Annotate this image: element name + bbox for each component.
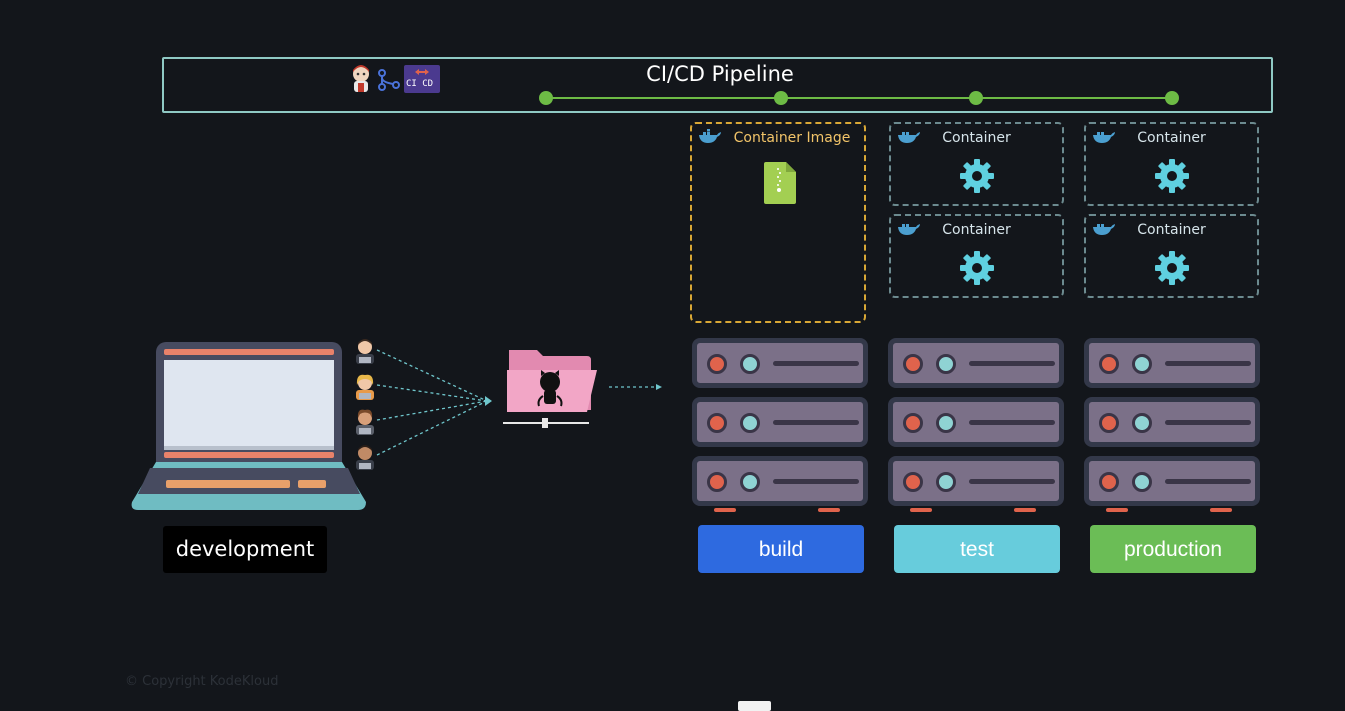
developer-avatar-icon [353, 337, 377, 369]
server-slot [969, 420, 1055, 425]
server-unit [888, 456, 1064, 506]
pipeline-stage-dot [539, 91, 553, 105]
commit-flow-lines [376, 349, 662, 456]
developer-avatar-icon [353, 408, 377, 440]
server-slot [773, 479, 859, 484]
server-foot [1014, 508, 1036, 512]
test-container-box: Container [889, 214, 1064, 298]
server-led [936, 413, 956, 433]
server-led [1099, 472, 1119, 492]
gear-icon [1153, 157, 1191, 199]
developer-avatar-icon [353, 443, 377, 475]
gear-icon [958, 249, 996, 291]
docker-whale-icon [698, 129, 722, 149]
developer-avatar-icon [353, 373, 377, 405]
container-label: Container [942, 130, 1011, 146]
server-foot [1210, 508, 1232, 512]
container-label: Container [1137, 222, 1206, 238]
server-slot [1165, 420, 1251, 425]
server-foot [1106, 508, 1128, 512]
zip-file-icon [762, 160, 798, 210]
github-folder-icon [503, 344, 601, 434]
server-led [1132, 472, 1152, 492]
server-slot [1165, 361, 1251, 366]
production-container-box: Container [1084, 122, 1259, 206]
server-led [903, 472, 923, 492]
server-slot [969, 479, 1055, 484]
server-slot [773, 361, 859, 366]
server-rack-feet [888, 508, 1064, 512]
server-unit [692, 338, 868, 388]
pipeline-stage-dot [969, 91, 983, 105]
server-unit [888, 338, 1064, 388]
cicd-icon: CI CD [404, 65, 440, 93]
server-foot [818, 508, 840, 512]
server-slot [773, 420, 859, 425]
production-container-box: Container [1084, 214, 1259, 298]
laptop-icon [130, 342, 370, 516]
development-label: development [163, 526, 327, 573]
server-led [936, 472, 956, 492]
container-label: Container [1137, 130, 1206, 146]
test-button[interactable]: test [894, 525, 1060, 573]
pipeline-frame [162, 57, 1273, 113]
server-unit [692, 456, 868, 506]
server-unit [1084, 397, 1260, 447]
gear-icon [1153, 249, 1191, 291]
server-led [903, 413, 923, 433]
server-led [1132, 413, 1152, 433]
cicd-icon-label: CI CD [406, 79, 434, 89]
docker-whale-icon [897, 221, 921, 241]
server-slot [1165, 479, 1251, 484]
server-led [740, 472, 760, 492]
gear-icon [958, 157, 996, 199]
server-foot [910, 508, 932, 512]
scrollbar-thumb[interactable] [738, 701, 771, 711]
server-led [707, 472, 727, 492]
server-unit [888, 397, 1064, 447]
build-button[interactable]: build [698, 525, 864, 573]
server-unit [1084, 456, 1260, 506]
container-image-label: Container Image [733, 130, 851, 146]
jenkins-icon [349, 64, 373, 98]
pipeline-stage-dot [1165, 91, 1179, 105]
server-led [1099, 354, 1119, 374]
pipeline-line [546, 97, 1172, 99]
test-container-box: Container [889, 122, 1064, 206]
container-label: Container [942, 222, 1011, 238]
server-slot [969, 361, 1055, 366]
server-led [1132, 354, 1152, 374]
pipeline-title: CI/CD Pipeline [646, 62, 794, 86]
server-rack-feet [692, 508, 868, 512]
server-led [936, 354, 956, 374]
server-led [740, 413, 760, 433]
server-foot [714, 508, 736, 512]
production-button[interactable]: production [1090, 525, 1256, 573]
server-led [740, 354, 760, 374]
docker-whale-icon [897, 129, 921, 149]
server-led [903, 354, 923, 374]
pipeline-stage-dot [774, 91, 788, 105]
server-rack-feet [1084, 508, 1260, 512]
git-branch-icon [377, 68, 401, 96]
server-unit [692, 397, 868, 447]
server-unit [1084, 338, 1260, 388]
container-image-box: Container Image [690, 122, 866, 323]
server-led [707, 354, 727, 374]
server-led [707, 413, 727, 433]
copyright-text: © Copyright KodeKloud [125, 674, 279, 689]
docker-whale-icon [1092, 129, 1116, 149]
server-led [1099, 413, 1119, 433]
docker-whale-icon [1092, 221, 1116, 241]
